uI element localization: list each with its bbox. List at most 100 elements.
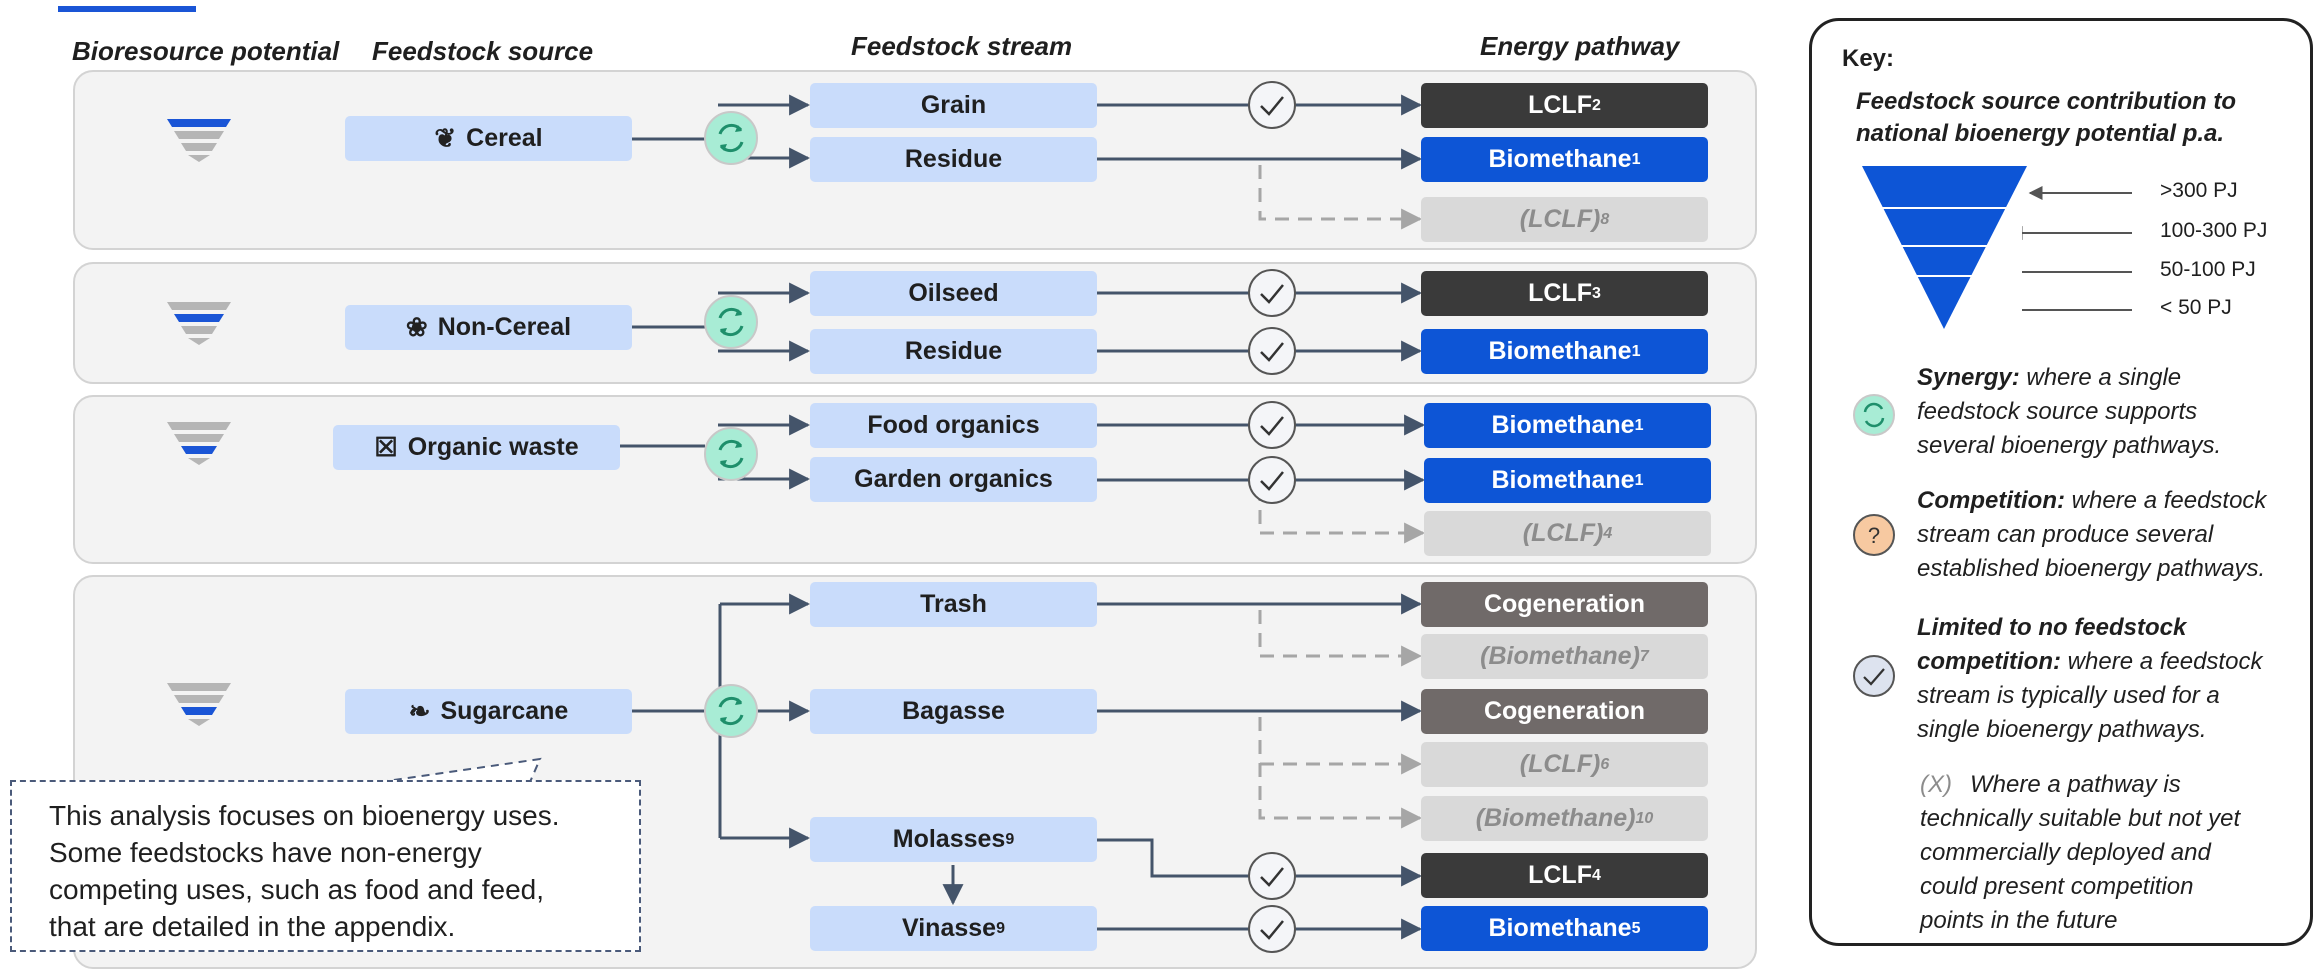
pathway-potential-lclf: (LCLF)8	[1421, 197, 1708, 242]
pathway-label: LCLF	[1528, 91, 1592, 119]
footnote-marker: 5	[1631, 919, 1641, 937]
pathway-label: Biomethane	[1488, 914, 1632, 942]
title-accent-bar	[58, 6, 196, 12]
pathway-label: Biomethane	[1488, 145, 1632, 173]
svg-text:?: ?	[1868, 523, 1880, 548]
stream-bagasse: Bagasse	[810, 689, 1097, 734]
stream-label: Bagasse	[902, 697, 1005, 725]
key-text: stream is typically used for a	[1917, 682, 2220, 709]
key-text: Where a pathway is	[1970, 771, 2181, 798]
pathway-label: (Biomethane)	[1480, 642, 1640, 670]
key-text: established bioenergy pathways.	[1917, 555, 2266, 582]
key-text: stream can produce several	[1917, 521, 2214, 548]
check-icon	[1248, 401, 1296, 449]
plant-icon: ❀	[405, 312, 428, 342]
key-competition-icon: ?	[1853, 514, 1895, 556]
funnel-level-3	[181, 446, 217, 454]
stream-label: Oilseed	[908, 279, 999, 307]
pathway-label: Cogeneration	[1483, 697, 1646, 725]
source-label: Non-Cereal	[437, 313, 572, 341]
key-synergy-label: Synergy:	[1917, 364, 2020, 391]
source-sugarcane: ❧ Sugarcane	[345, 689, 632, 734]
stream-residue: Residue	[810, 137, 1097, 182]
stream-label: Garden organics	[854, 465, 1053, 493]
stream-food-organics: Food organics	[810, 403, 1097, 448]
footnote-marker: 1	[1631, 150, 1641, 168]
callout-line: This analysis focuses on bioenergy uses.	[49, 800, 560, 831]
footnote-marker: 8	[1600, 210, 1610, 228]
stream-label: Residue	[904, 337, 1003, 365]
key-text: points in the future	[1920, 907, 2118, 934]
pathway-cogeneration: Cogeneration	[1421, 689, 1708, 734]
check-icon	[1248, 852, 1296, 900]
key-text: technically suitable but not yet	[1920, 805, 2241, 832]
key-panel: Key: Feedstock source contribution to na…	[1809, 18, 2313, 946]
dashed-connector	[1258, 165, 1423, 230]
footnote-marker: 6	[1600, 755, 1610, 773]
funnel-level-4	[188, 338, 210, 345]
key-check-icon	[1853, 655, 1895, 697]
callout-line: Some feedstocks have non-energy	[49, 837, 482, 868]
header-feedstock-source: Feedstock source	[372, 36, 594, 66]
key-synergy-icon	[1853, 394, 1895, 436]
key-text: single bioenergy pathways.	[1917, 716, 2207, 743]
key-text: commercially deployed and	[1920, 839, 2211, 866]
stream-label: Molasses	[892, 825, 1006, 853]
dashed-connector	[1258, 717, 1423, 829]
funnel-level-2	[174, 434, 224, 442]
sugarcane-icon: ❧	[408, 696, 431, 726]
key-synergy-text: Synergy: where a single feedstock source…	[1917, 361, 2221, 463]
key-text: where a feedstock	[2064, 487, 2267, 514]
footnote-marker: 9	[1005, 830, 1015, 848]
check-icon	[1248, 905, 1296, 953]
key-text: feedstock source supports	[1917, 398, 2198, 425]
source-label: Sugarcane	[440, 697, 569, 725]
header-energy-pathway: Energy pathway	[1480, 31, 1680, 61]
funnel-level-3	[181, 143, 217, 151]
synergy-icon	[704, 111, 758, 165]
funnel-level-2	[174, 131, 224, 139]
key-funnel	[1862, 166, 2027, 329]
pathway-label: LCLF	[1528, 861, 1592, 889]
source-organic-waste: ☒ Organic waste	[333, 425, 620, 470]
trash-icon: ☒	[374, 432, 398, 462]
footnote-marker: 4	[1603, 524, 1613, 542]
key-level-2: 100-300 PJ	[2160, 219, 2268, 242]
key-level-4: < 50 PJ	[2160, 296, 2232, 319]
stream-trash: Trash	[810, 582, 1097, 627]
check-icon	[1248, 81, 1296, 129]
synergy-icon	[704, 684, 758, 738]
pathway-label: (LCLF)	[1519, 750, 1601, 778]
source-non-cereal: ❀ Non-Cereal	[345, 305, 632, 350]
key-funnel-heading-2: national bioenergy potential p.a.	[1856, 120, 2225, 147]
pathway-label: Biomethane	[1491, 411, 1635, 439]
pathway-label: LCLF	[1528, 279, 1592, 307]
key-text: where a feedstock	[2061, 648, 2263, 675]
pathway-label: (Biomethane)	[1475, 804, 1636, 832]
pathway-label: Biomethane	[1488, 337, 1632, 365]
check-icon	[1248, 269, 1296, 317]
key-x-marker: (X)	[1920, 771, 1952, 798]
key-limited-label: competition:	[1917, 648, 2061, 675]
key-text: several bioenergy pathways.	[1917, 432, 2222, 459]
stream-garden-organics: Garden organics	[810, 457, 1097, 502]
footnote-marker: 1	[1634, 416, 1644, 434]
stream-label: Grain	[920, 91, 987, 119]
key-text: where a single	[2019, 364, 2182, 391]
funnel-level-1	[167, 302, 231, 310]
funnel-level-2	[174, 695, 224, 703]
pathway-potential-biomethane: (Biomethane)10	[1421, 796, 1708, 841]
pathway-label: (LCLF)	[1519, 205, 1601, 233]
source-label: Cereal	[466, 124, 543, 152]
pathway-label: Biomethane	[1491, 466, 1635, 494]
funnel-level-4	[188, 155, 210, 162]
stream-label: Vinasse	[902, 914, 997, 942]
